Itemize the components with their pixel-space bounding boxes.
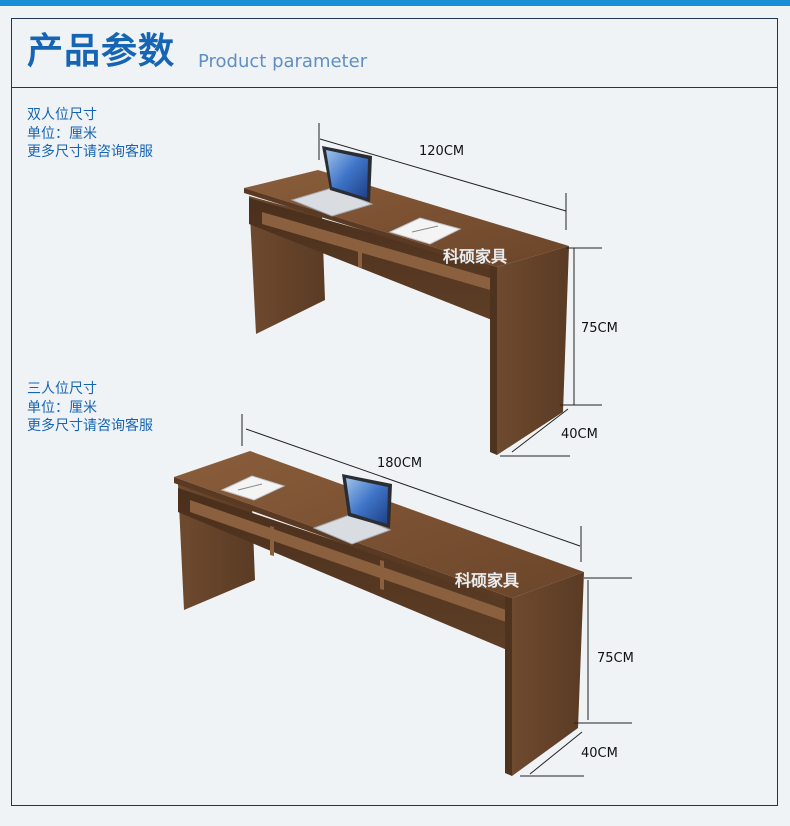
top-accent-bar: [0, 0, 790, 6]
page-title: 产品参数: [27, 31, 176, 72]
double-desk-note-title: 双人位尺寸: [27, 107, 97, 123]
double-desk-laptop: [290, 146, 374, 217]
double-desk-dimensions: [318, 123, 602, 457]
triple-desk-note-unit: 单位：厘米: [27, 399, 97, 416]
triple-desk-brand: 科硕家具: [455, 571, 519, 590]
triple-desk-note-contact: 更多尺寸请咨询客服: [27, 418, 153, 434]
triple-desk-laptop: [312, 474, 392, 545]
triple-desk-illustration: 科硕家具 180CM 75CM 40CM: [174, 414, 634, 777]
triple-desk-dimensions: [241, 414, 632, 777]
triple-desk-right-leg: [512, 572, 584, 776]
double-desk-notes: 双人位尺寸 单位：厘米 更多尺寸请咨询客服: [27, 106, 153, 162]
double-desk-illustration: 科硕家具 120CM 75CM 40CM: [244, 123, 618, 457]
triple-desk-width-label: 180CM: [377, 456, 422, 471]
double-desk-right-leg: [497, 246, 569, 455]
triple-desk-notes: 三人位尺寸 单位：厘米 更多尺寸请咨询客服: [27, 380, 153, 436]
triple-desk-note-title: 三人位尺寸: [27, 381, 97, 397]
header-divider: [11, 87, 778, 88]
triple-desk-height-label: 75CM: [597, 651, 634, 666]
double-desk-notebook: [388, 217, 462, 245]
double-desk-height-label: 75CM: [581, 321, 618, 336]
content-frame: [11, 18, 778, 806]
double-desk-brand: 科硕家具: [443, 247, 507, 266]
double-desk-note-unit: 单位：厘米: [27, 125, 97, 142]
triple-desk-notebook: [220, 475, 286, 501]
triple-desk-depth-label: 40CM: [581, 746, 618, 761]
page-subtitle: Product parameter: [198, 51, 368, 72]
double-desk-note-contact: 更多尺寸请咨询客服: [27, 144, 153, 160]
double-desk-width-label: 120CM: [419, 144, 464, 159]
double-desk-shelf: [262, 212, 497, 292]
double-desk-depth-label: 40CM: [561, 427, 598, 442]
